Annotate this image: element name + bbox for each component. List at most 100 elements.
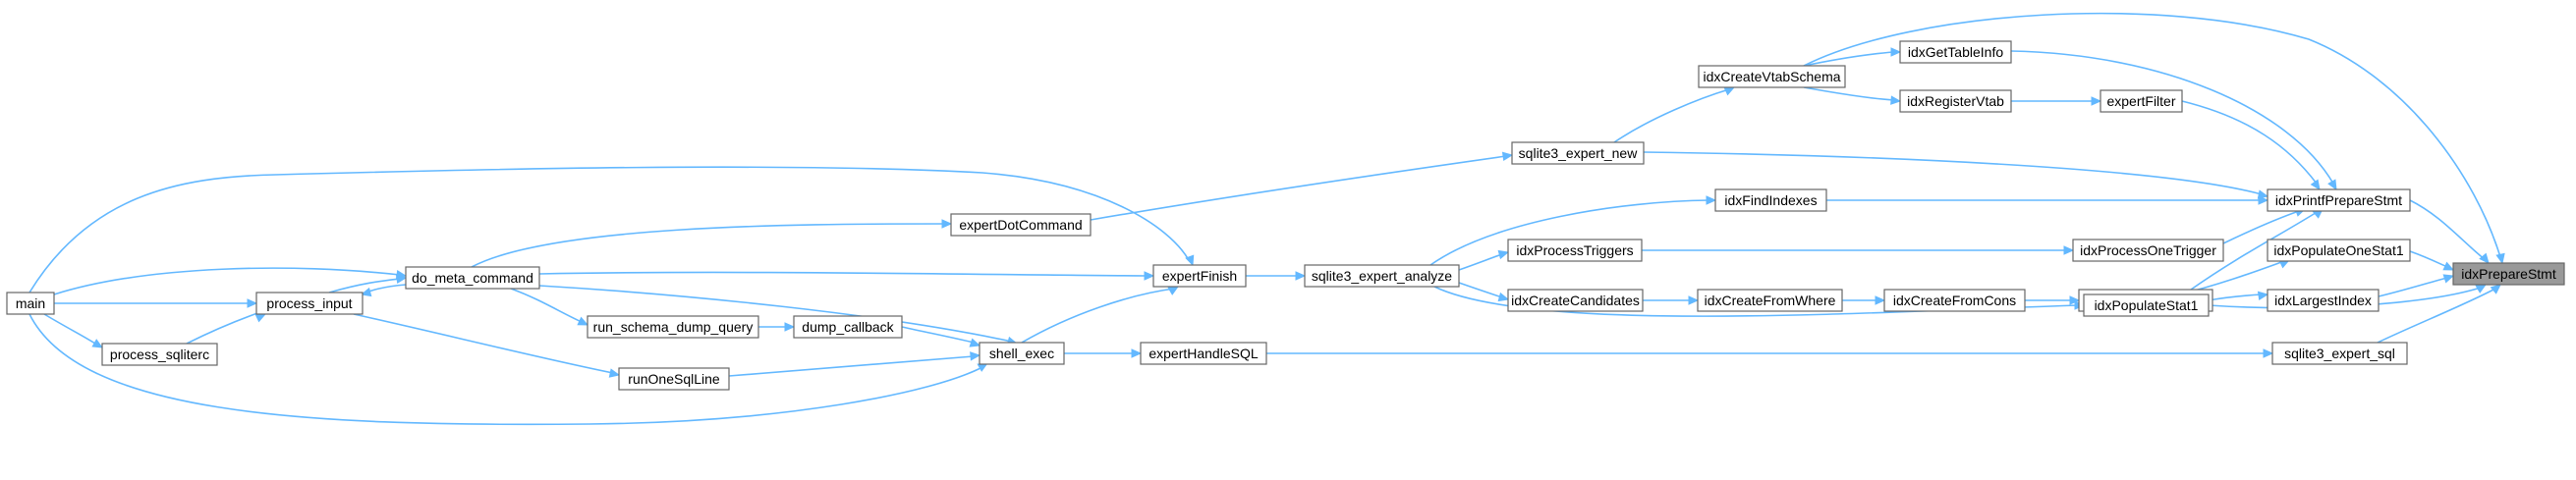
node-box [1883, 289, 2026, 312]
edge-line [2409, 250, 2448, 268]
node-expertDotCommand[interactable]: expertDotCommand [950, 213, 1092, 237]
node-label: process_input [266, 295, 352, 311]
node-expertHandleSQL[interactable]: expertHandleSQL [1140, 342, 1267, 365]
edge-idxPopulateOneStat1-to-idxPrepareStmt [2409, 250, 2455, 271]
arrowhead-icon [1890, 47, 1902, 57]
node-box [2452, 262, 2565, 286]
edge-do_meta_command-to-expertDotCommand [471, 219, 953, 268]
edge-line [28, 313, 983, 426]
node-label: idxLargestIndex [2274, 293, 2372, 308]
node-label: sqlite3_expert_analyze [1312, 268, 1452, 284]
edge-line [538, 271, 1148, 277]
node-idxPopulateOneStat1[interactable]: idxPopulateOneStat1 [2267, 239, 2411, 262]
node-sqlite3-expert-new[interactable]: sqlite3_expert_new [1511, 141, 1645, 165]
edge-process_input-to-do_meta_command [328, 274, 408, 293]
edge-line [53, 267, 401, 295]
arrowhead-icon [1875, 295, 1886, 305]
edge-sqlite3_expert_analyze-to-idxFindIndexes [1429, 195, 1717, 266]
arrowhead-icon [1295, 271, 1307, 281]
edge-expertFilter-to-idxPrintfPrepareStmt [2181, 100, 2321, 191]
node-box [1511, 141, 1645, 165]
node-expertFilter[interactable]: expertFilter [2100, 89, 2183, 113]
edge-line [2409, 199, 2487, 261]
edge-line [1021, 288, 1175, 344]
arrowhead-icon [784, 322, 796, 332]
node-process-input[interactable]: process_input [255, 292, 364, 315]
edge-idxGetTableInfo-to-idxPrintfPrepareStmt [2010, 50, 2337, 191]
arrowhead-icon [608, 368, 621, 378]
arrowhead-icon [1497, 292, 1510, 302]
node-label: idxPrepareStmt [2461, 266, 2556, 282]
node-idxCreateFromWhere[interactable]: idxCreateFromWhere [1697, 289, 1843, 312]
node-idxPrintfPrepareStmt[interactable]: idxPrintfPrepareStmt [2267, 188, 2411, 212]
edge-runOneSqlLine-to-shell_exec [728, 351, 981, 377]
arrowhead-icon [1706, 195, 1717, 205]
node-box [2271, 342, 2408, 365]
node-idxCreateCandidates[interactable]: idxCreateCandidates [1507, 289, 1644, 312]
node-shell-exec[interactable]: shell_exec [979, 342, 1065, 365]
node-idxPopulateStat1[interactable]: idxPopulateStat1 [2083, 293, 2210, 317]
arrowhead-icon [2442, 261, 2455, 271]
node-idxCreateVtabSchema[interactable]: idxCreateVtabSchema [1698, 65, 1846, 88]
edge-line [2378, 277, 2448, 297]
edge-dump_callback-to-shell_exec [901, 326, 981, 347]
edge-line [2208, 293, 2263, 301]
node-sqlite3-expert-analyze[interactable]: sqlite3_expert_analyze [1304, 264, 1460, 288]
edge-line [1429, 199, 1710, 266]
arrowhead-icon [969, 338, 981, 347]
node-label: process_sqliterc [110, 347, 209, 362]
edge-idxPrintfPrepareStmt-to-idxPrepareStmt [2409, 199, 2490, 264]
node-idxGetTableInfo[interactable]: idxGetTableInfo [1899, 40, 2012, 64]
node-box [2267, 188, 2411, 212]
edge-line [1458, 253, 1503, 271]
node-idxProcessTriggers[interactable]: idxProcessTriggers [1507, 239, 1643, 262]
node-main[interactable]: main [6, 292, 55, 315]
arrowhead-icon [2091, 96, 2102, 106]
node-label: expertDotCommand [959, 217, 1082, 233]
node-label: idxProcessOneTrigger [2080, 242, 2216, 258]
nodes-layer: idxPrepareStmt idxGetTableInfo idxCreateVt… [6, 40, 2565, 391]
node-idxPrepareStmt: idxPrepareStmt [2452, 262, 2565, 286]
node-box [2072, 239, 2224, 262]
arrowhead-icon [2063, 245, 2075, 255]
node-dump-callback[interactable]: dump_callback [793, 315, 903, 339]
edge-line [353, 313, 614, 374]
node-box [1507, 239, 1643, 262]
edge-idxCreateVtabSchema-to-idxPrepareStmt [1803, 12, 2505, 265]
node-box [587, 315, 759, 339]
node-label: idxCreateVtabSchema [1703, 69, 1840, 84]
arrowhead-icon [1497, 249, 1510, 260]
edge-expertDotCommand-to-sqlite3_expert_new [1090, 151, 1514, 221]
edge-run_schema_dump_query-to-dump_callback [758, 322, 796, 332]
edge-line [328, 278, 401, 293]
node-process-sqliterc[interactable]: process_sqliterc [101, 343, 218, 366]
node-label: idxPrintfPrepareStmt [2275, 192, 2402, 208]
node-label: expertFilter [2106, 93, 2175, 109]
node-idxProcessOneTrigger[interactable]: idxProcessOneTrigger [2072, 239, 2224, 262]
edges-layer [28, 12, 2505, 426]
node-idxCreateFromCons[interactable]: idxCreateFromCons [1883, 289, 2026, 312]
node-label: sqlite3_expert_new [1519, 145, 1639, 161]
node-runOneSqlLine[interactable]: runOneSqlLine [618, 367, 730, 391]
arrowhead-icon [1890, 95, 1902, 105]
edge-line [2010, 50, 2334, 185]
node-run-schema-dump-query[interactable]: run_schema_dump_query [587, 315, 759, 339]
node-do-meta-command[interactable]: do_meta_command [405, 266, 540, 290]
node-idxRegisterVtab[interactable]: idxRegisterVtab [1899, 89, 2012, 113]
node-idxFindIndexes[interactable]: idxFindIndexes [1714, 188, 1827, 212]
node-box [950, 213, 1092, 237]
node-sqlite3-expert-sql[interactable]: sqlite3_expert_sql [2271, 342, 2408, 365]
node-label: idxFindIndexes [1724, 192, 1817, 208]
node-idxLargestIndex[interactable]: idxLargestIndex [2267, 289, 2380, 312]
node-box [979, 342, 1065, 365]
edge-do_meta_command-to-process_input [360, 284, 407, 297]
node-label: main [16, 295, 45, 311]
edge-line [538, 285, 1013, 343]
node-label: idxPopulateOneStat1 [2273, 242, 2404, 258]
edge-line [186, 311, 261, 345]
arrowhead-icon [2495, 252, 2505, 265]
node-expertFinish[interactable]: expertFinish [1152, 264, 1247, 288]
edge-do_meta_command-to-expertFinish [538, 271, 1155, 281]
edge-sqlite3_expert_analyze-to-idxProcessTriggers [1458, 249, 1510, 271]
